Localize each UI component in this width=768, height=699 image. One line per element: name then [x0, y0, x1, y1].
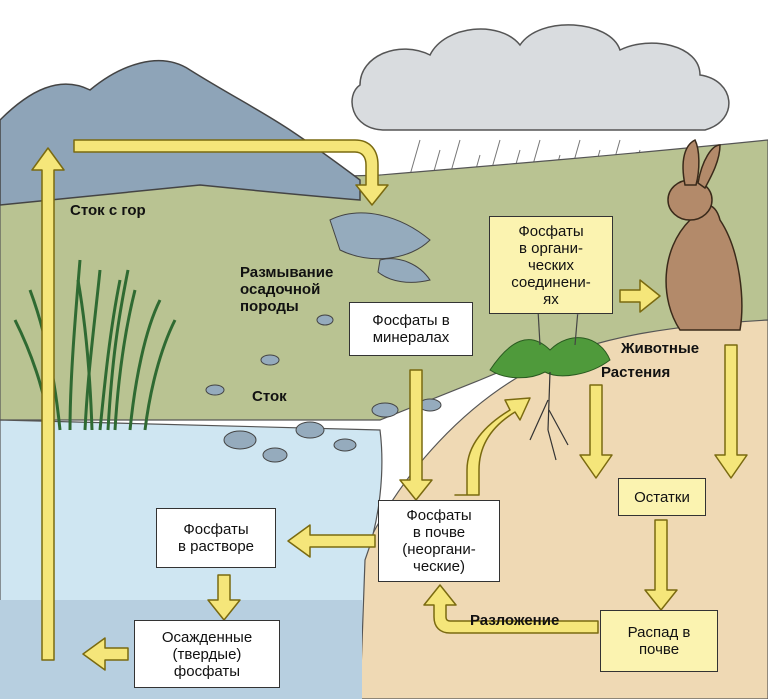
- box-soil-phosphates: Фосфаты в почве (неоргани- ческие): [378, 500, 500, 582]
- arrow-up-left: [31, 147, 65, 661]
- arrow-solution-to-sediment: [207, 574, 241, 621]
- box-soil-decay: Распад в почве: [600, 610, 718, 672]
- arrow-minerals-to-soil: [399, 369, 433, 501]
- box-precipitated-phosphates: Осажденные (твердые) фосфаты: [134, 620, 280, 688]
- label-decomposition: Разложение: [470, 612, 560, 629]
- arrow-soil-to-plants: [454, 397, 531, 496]
- arrow-decomposition: [423, 584, 599, 634]
- label-animals: Животные: [621, 340, 700, 357]
- arrow-remains-to-decay: [644, 519, 678, 611]
- arrows: [31, 139, 748, 671]
- label-plants: Растения: [601, 364, 671, 381]
- arrow-soil-to-solution: [287, 524, 376, 558]
- arrow-animals-to-remains: [714, 344, 748, 479]
- label-runoff: Сток: [252, 388, 287, 405]
- box-dissolved-phosphates: Фосфаты в растворе: [156, 508, 276, 568]
- label-mountain-runoff: Сток с гор: [70, 202, 146, 219]
- arrow-sediment-left: [82, 637, 129, 671]
- arrow-plants-to-remains: [579, 384, 613, 479]
- box-mineral-phosphates: Фосфаты в минералах: [349, 302, 473, 356]
- box-organic-phosphates: Фосфаты в органи- ческих соединени- ях: [489, 216, 613, 314]
- arrow-organic-to-animals: [619, 279, 661, 313]
- arrow-mountain-runoff: [73, 139, 389, 206]
- box-remains: Остатки: [618, 478, 706, 516]
- reeds: [13, 259, 177, 431]
- label-rock-erosion: Размывание осадочной породы: [240, 264, 334, 315]
- cloud: [351, 24, 730, 131]
- rabbit: [665, 138, 743, 331]
- mountains: [0, 60, 361, 206]
- rocks: [205, 212, 442, 463]
